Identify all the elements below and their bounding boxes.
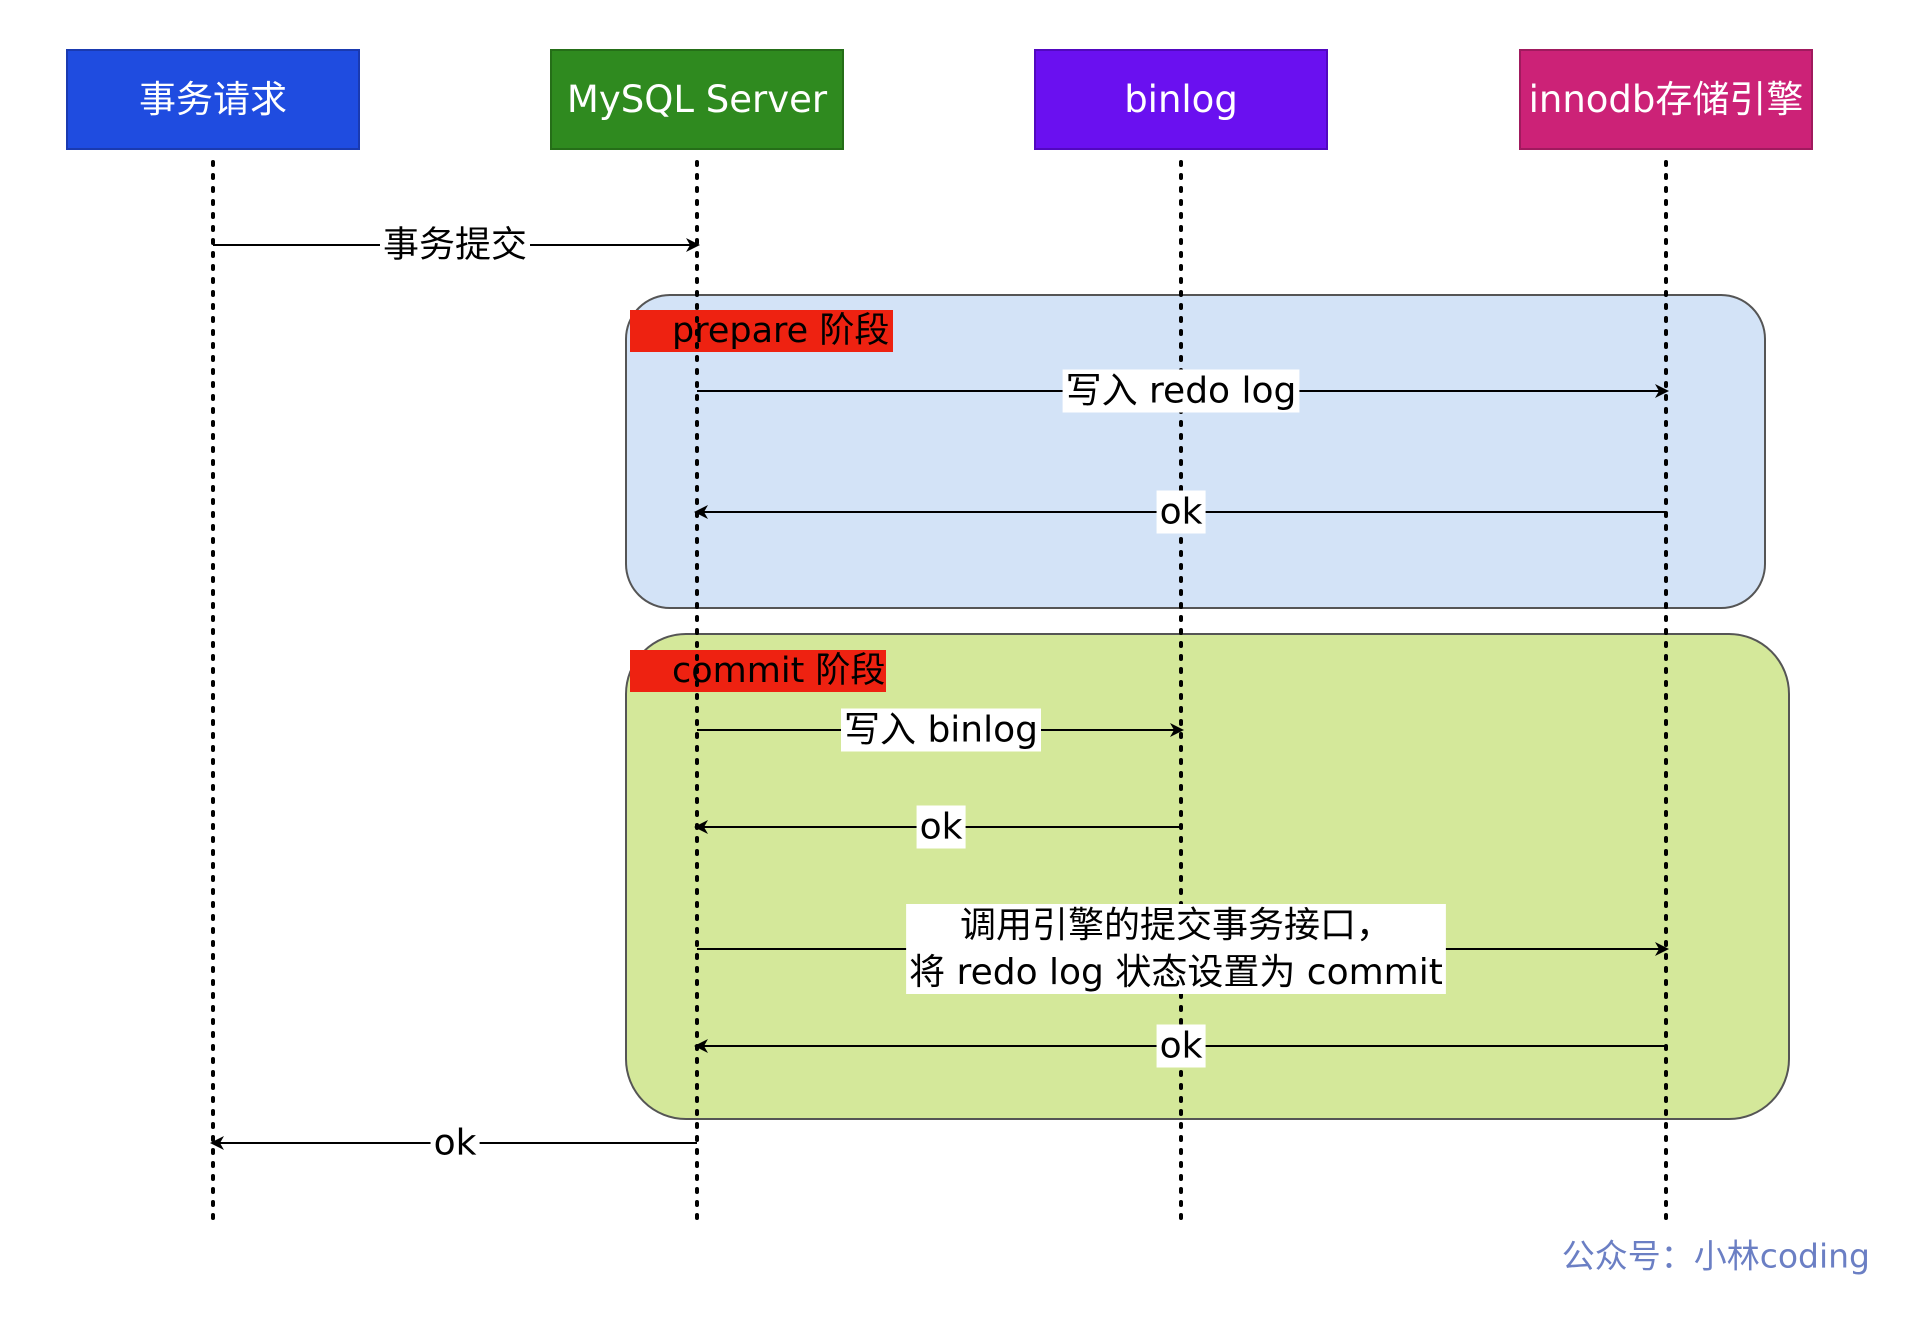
phase-prepare-badge [630, 310, 893, 352]
message-m5-label-bg [916, 805, 966, 849]
phase-commit-label: commit 阶段 [672, 651, 885, 691]
participant-p3-box [1034, 49, 1328, 150]
message-m6-label-line: 调用引擎的提交事务接口， [960, 905, 1392, 946]
message-m2-label-bg [1062, 369, 1300, 413]
message-m8: ok [210, 1121, 697, 1165]
message-m7: ok [694, 1024, 1666, 1068]
watermark-text: 公众号：小林coding [1562, 1237, 1870, 1276]
message-m5: ok [694, 805, 1181, 849]
message-m1-label-line: 事务提交 [383, 225, 527, 266]
message-m4-label-line: 写入 binlog [844, 710, 1038, 751]
participant-p4-box [1519, 49, 1813, 150]
message-m7-label-bg [1156, 1024, 1206, 1068]
participant-p2: MySQL Server [550, 49, 844, 150]
message-m4: 写入 binlog [697, 708, 1184, 752]
participant-p4: innodb存储引擎 [1519, 49, 1813, 150]
phase-prepare-box [625, 294, 1766, 609]
phase-commit-box [625, 633, 1790, 1120]
message-m2-label-line: 写入 redo log [1066, 371, 1297, 412]
participant-p1-label: 事务请求 [139, 78, 287, 121]
message-m1: 事务提交 [213, 223, 700, 267]
participant-p2-box [550, 49, 844, 150]
participant-p2-label: MySQL Server [567, 78, 828, 121]
participant-p1: 事务请求 [66, 49, 360, 150]
message-m6: 调用引擎的提交事务接口， 将 redo log 状态设置为 commit [697, 904, 1669, 994]
participant-p3: binlog [1034, 49, 1328, 150]
phase-prepare: prepare 阶段 [625, 294, 1766, 609]
phase-commit: commit 阶段 [625, 633, 1790, 1120]
message-m1-label-bg [379, 223, 531, 267]
phase-prepare-label: prepare 阶段 [672, 311, 889, 351]
message-m2: 写入 redo log [697, 369, 1669, 413]
message-m7-label-line: ok [1160, 1026, 1203, 1067]
message-m8-label-bg [430, 1121, 480, 1165]
participant-p1-box [66, 49, 360, 150]
message-m6-label-bg [906, 904, 1446, 994]
message-m4-label-bg [841, 708, 1041, 752]
message-m3-label-bg [1156, 490, 1206, 534]
participant-p4-label: innodb存储引擎 [1529, 78, 1804, 121]
participant-p3-label: binlog [1124, 78, 1238, 121]
phase-commit-badge [630, 650, 886, 692]
message-m6-label-line: 将 redo log 状态设置为 commit [909, 952, 1443, 993]
message-m5-label-line: ok [920, 807, 963, 848]
message-m3: ok [694, 490, 1666, 534]
message-m3-label-line: ok [1160, 492, 1203, 533]
message-m8-label-line: ok [434, 1123, 477, 1164]
